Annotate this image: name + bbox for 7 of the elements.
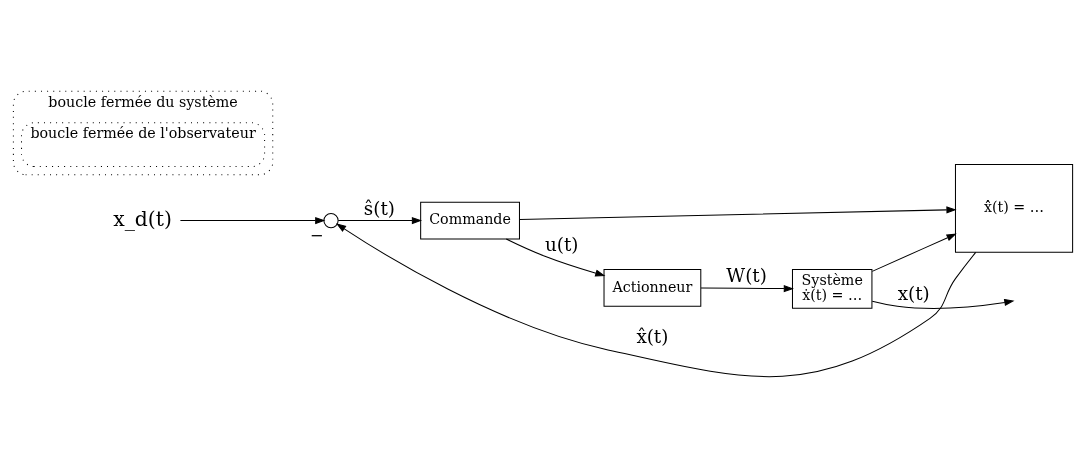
edge-label: u(t) — [545, 233, 579, 255]
edge-label: x(t) — [897, 282, 930, 304]
edge-label: x̂(t) — [636, 325, 669, 347]
node-label: − — [309, 225, 324, 245]
edge-label: ŝ(t) — [363, 197, 395, 219]
node-text: x_d(t) — [113, 206, 172, 231]
edge-label: W(t) — [726, 264, 767, 286]
